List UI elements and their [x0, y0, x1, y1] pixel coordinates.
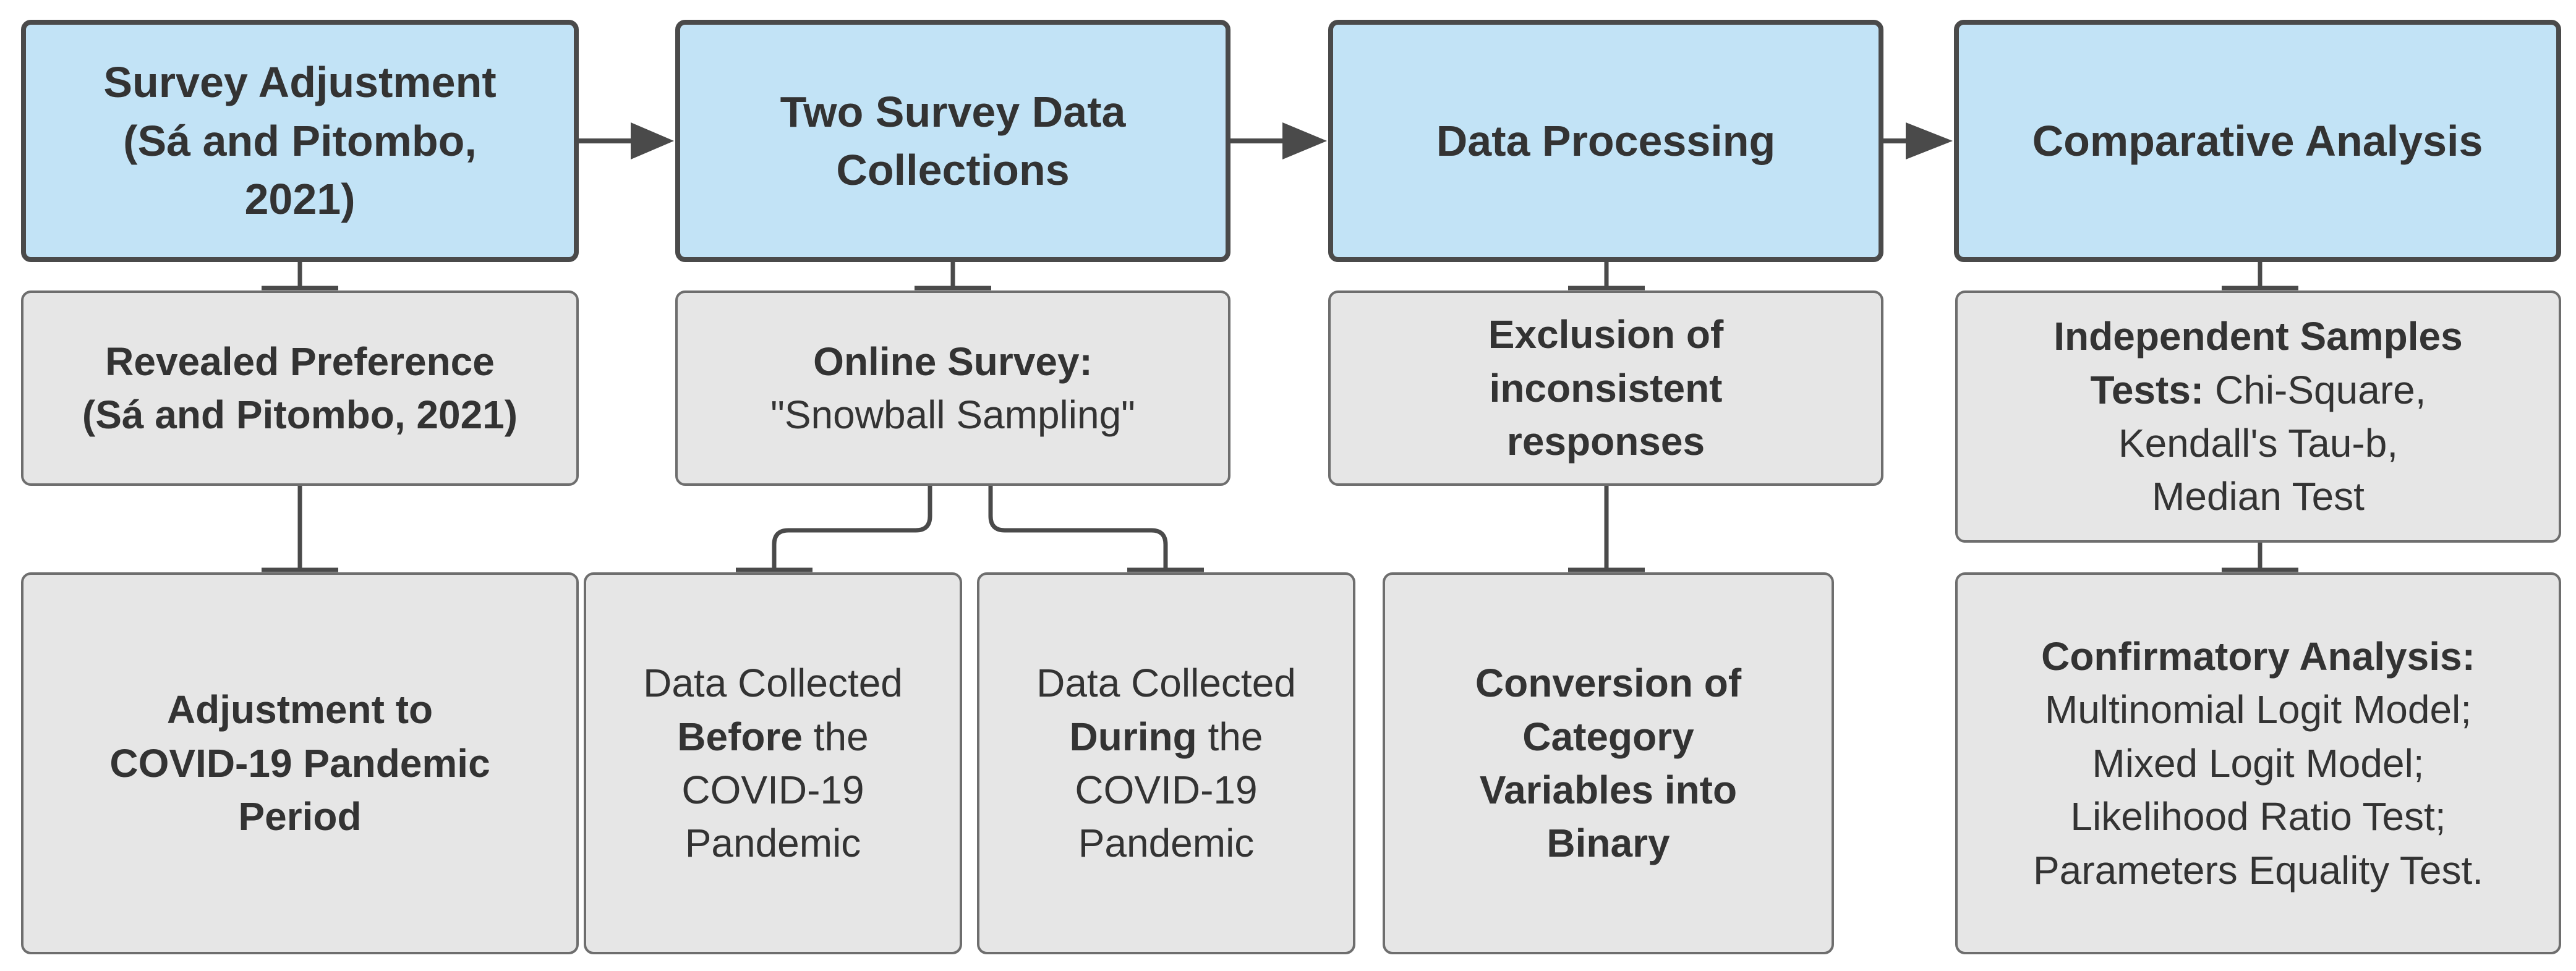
box-line: Parameters Equality Test.: [2032, 847, 2484, 893]
revealed-preference-box: Revealed Preference (Sá and Pitombo, 202…: [21, 290, 579, 486]
box-line: (Sá and Pitombo, 2021): [82, 392, 518, 437]
box-line: Multinomial Logit Model;: [2044, 687, 2472, 732]
box-line: Kendall's Tau-b,: [2118, 421, 2399, 465]
header-line: Collections: [836, 146, 1070, 194]
box-line: COVID-19 Pandemic: [109, 740, 490, 786]
step-two-survey-data-collections-header: Two Survey Data Collections: [675, 20, 1230, 262]
emphasis-during: During: [1069, 714, 1197, 759]
header-line: (Sá and Pitombo,: [123, 116, 477, 165]
step-comparative-analysis-header: Comparative Analysis: [1954, 20, 2561, 262]
box-line: Exclusion of: [1488, 312, 1724, 357]
box-line: Online Survey:: [813, 339, 1093, 384]
box-line: Period: [238, 794, 362, 839]
header-line: Two Survey Data: [780, 87, 1126, 136]
box-line: responses: [1506, 419, 1705, 464]
header-line: Data Processing: [1436, 116, 1776, 165]
box-line: inconsistent: [1489, 365, 1723, 410]
connector-col1-box1-box2: [262, 486, 338, 572]
box-line-rest: Chi-Square,: [2204, 367, 2426, 412]
box-line-rest: the: [1196, 714, 1263, 759]
box-line: Data Collected: [1036, 661, 1296, 706]
connector-col2-header-box1: [915, 262, 991, 290]
box-line: Data Collected: [643, 661, 903, 706]
box-line: Pandemic: [685, 821, 861, 866]
connector-col1-header-box1: [262, 262, 338, 290]
box-line: Median Test: [2152, 474, 2365, 519]
data-before-pandemic-box: Data Collected Before the COVID-19 Pande…: [584, 572, 962, 954]
box-line: Category: [1522, 714, 1694, 759]
box-line: Likelihood Ratio Test;: [2070, 794, 2446, 839]
box-line: COVID-19: [681, 768, 864, 812]
box-line: COVID-19: [1075, 768, 1258, 812]
step-data-processing-header: Data Processing: [1328, 20, 1883, 262]
box-line: Pandemic: [1078, 821, 1255, 866]
connector-col4-header-box1: [2222, 262, 2298, 290]
box-line: Confirmatory Analysis:: [2041, 634, 2475, 679]
data-during-pandemic-box: Data Collected During the COVID-19 Pande…: [977, 572, 1355, 954]
connector-col3-box1-box2: [1568, 486, 1645, 572]
independent-samples-box: Independent Samples Tests: Chi-Square, K…: [1955, 290, 2561, 543]
connector-col4-box1-box2: [2222, 543, 2298, 572]
box-line: Revealed Preference: [105, 339, 495, 384]
connector-col2-box1-before: [736, 486, 932, 572]
box-line: During the: [1036, 710, 1296, 763]
connector-col3-header-box1: [1568, 262, 1645, 290]
box-line: Variables into: [1479, 768, 1738, 812]
emphasis-before: Before: [677, 714, 803, 759]
arrow-1-to-2: [578, 122, 674, 159]
online-survey-box: Online Survey: "Snowball Sampling": [675, 290, 1230, 486]
box-line: Mixed Logit Model;: [2092, 740, 2425, 786]
header-line: Survey Adjustment: [103, 58, 497, 107]
box-line-rest: the: [802, 714, 869, 759]
box-line: Conversion of: [1475, 661, 1742, 706]
box-line: Binary: [1546, 821, 1670, 866]
exclusion-box: Exclusion of inconsistent responses: [1328, 290, 1883, 486]
header-line: Comparative Analysis: [2032, 116, 2483, 165]
box-line: Before the: [643, 710, 903, 763]
arrow-3-to-4: [1882, 122, 1953, 159]
covid-adjustment-box: Adjustment to COVID-19 Pandemic Period: [21, 572, 579, 954]
header-line: 2021): [244, 175, 356, 224]
box-line: Adjustment to: [166, 687, 433, 732]
arrow-2-to-3: [1229, 122, 1327, 159]
binary-conversion-box: Conversion of Category Variables into Bi…: [1383, 572, 1834, 954]
emphasis-tests: Tests:: [2090, 367, 2204, 412]
box-line: Independent Samples: [2054, 314, 2463, 359]
confirmatory-analysis-box: Confirmatory Analysis: Multinomial Logit…: [1955, 572, 2561, 954]
step-survey-adjustment-header: Survey Adjustment (Sá and Pitombo, 2021): [21, 20, 579, 262]
box-line: "Snowball Sampling": [770, 392, 1135, 437]
box-line: Tests: Chi-Square,: [2054, 363, 2462, 417]
connector-col2-box1-during: [988, 486, 1204, 572]
